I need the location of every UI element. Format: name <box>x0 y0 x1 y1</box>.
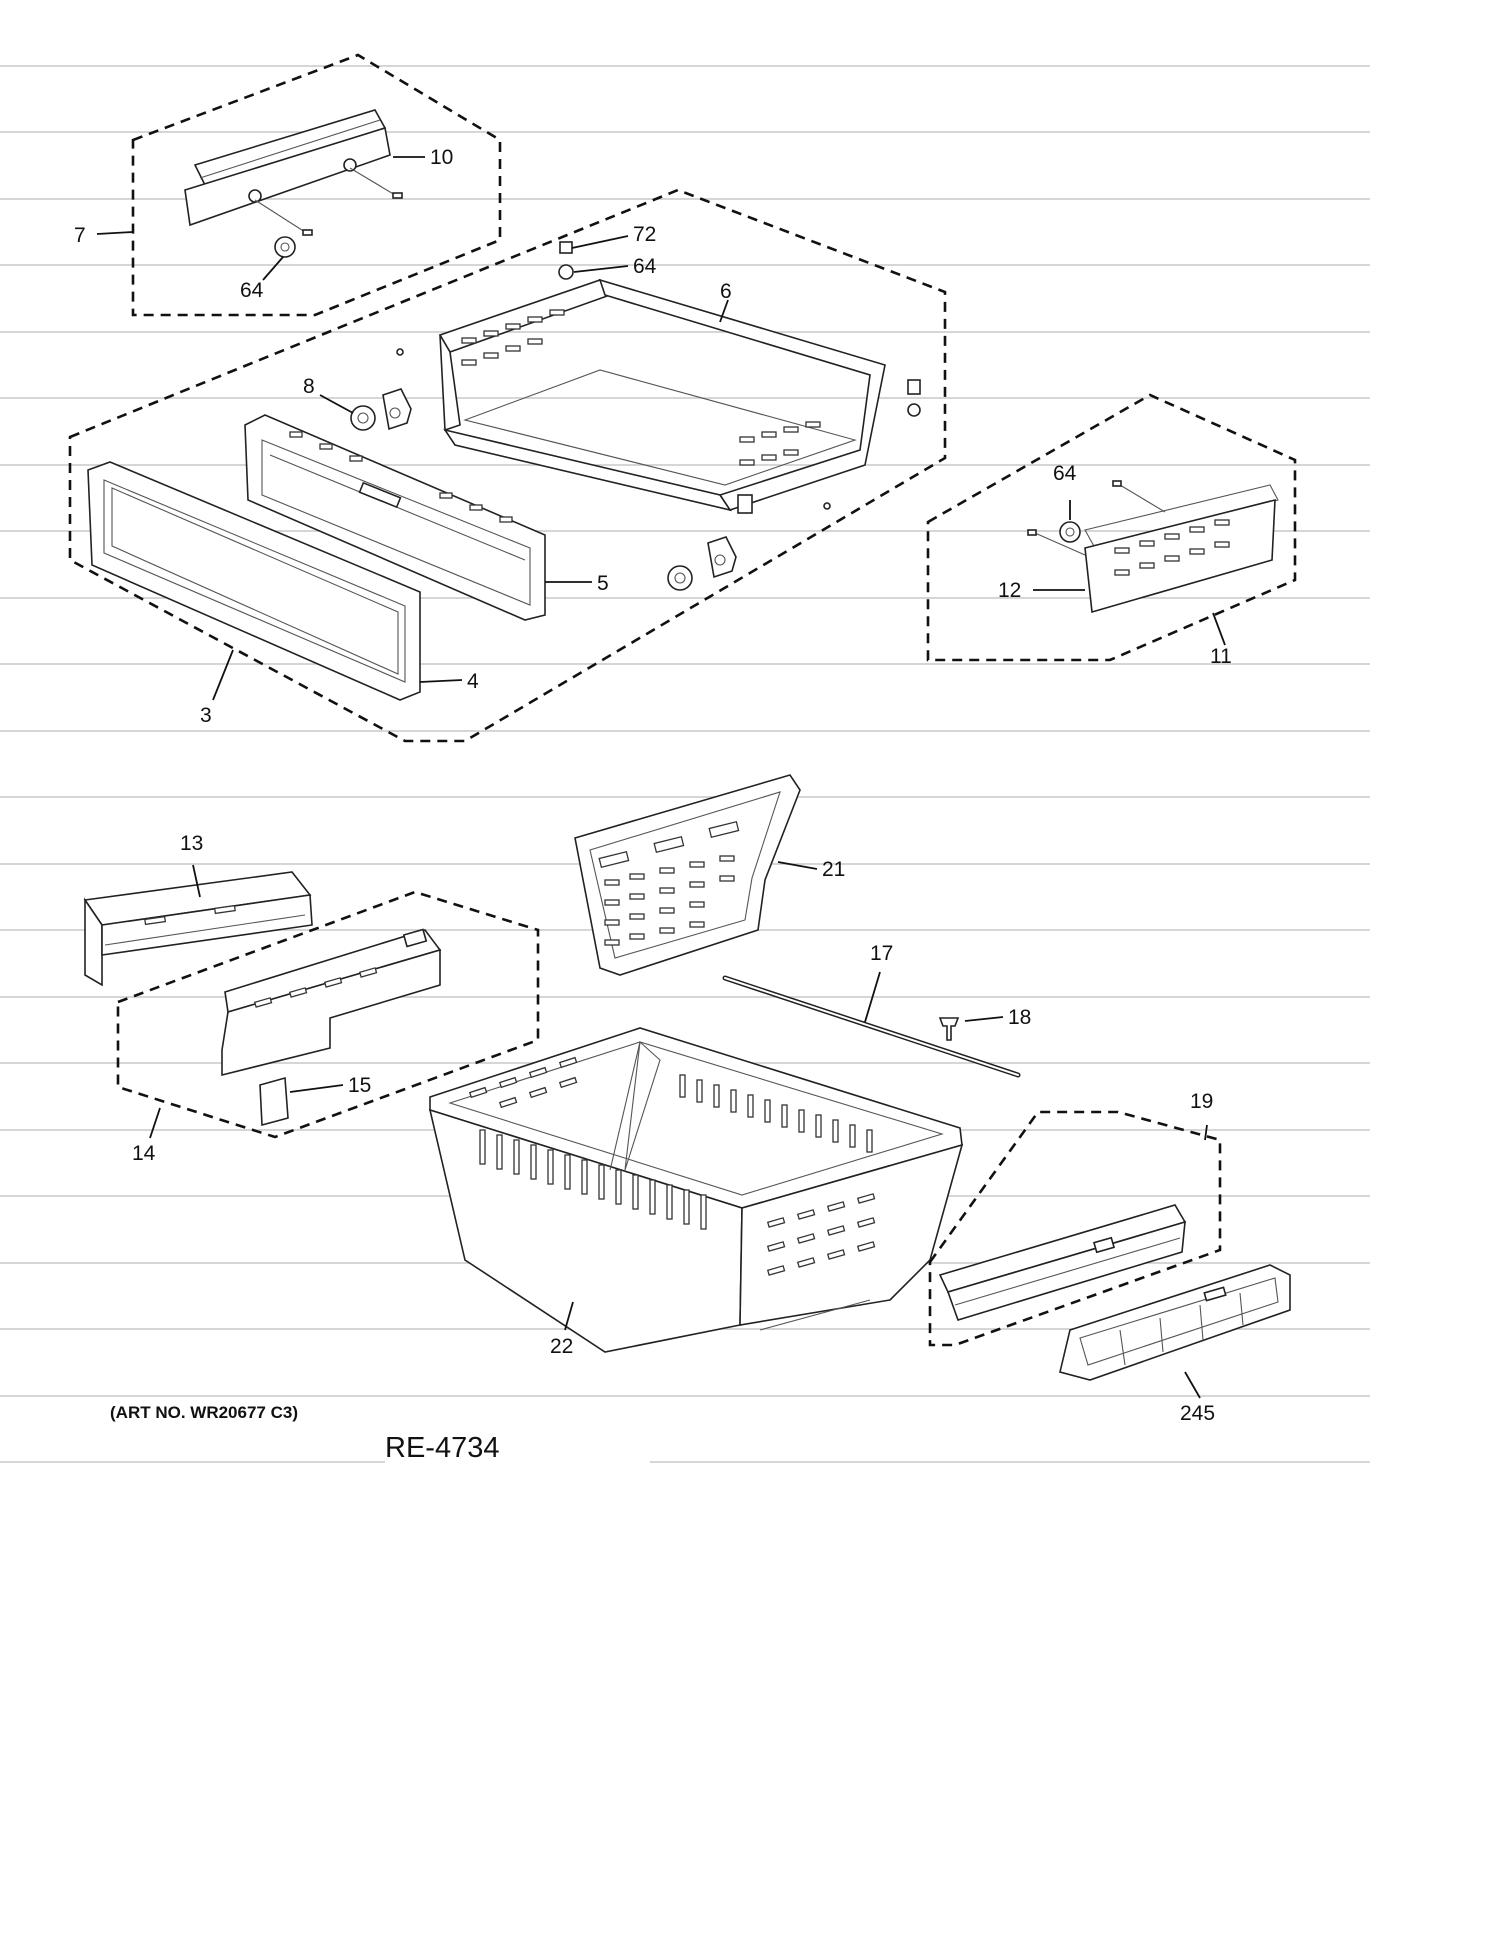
callout-72: 72 <box>633 223 656 246</box>
part-6-drawer-bin <box>438 278 886 514</box>
callout-64-top-left: 64 <box>240 279 264 302</box>
callout-64-right: 64 <box>1053 462 1077 485</box>
assembly-3-outline <box>68 188 947 743</box>
callout-64-center: 64 <box>633 255 657 278</box>
callout-labels: 10 7 64 72 64 6 8 5 4 3 64 12 11 13 21 1… <box>74 146 1232 1425</box>
part-72-clip <box>559 241 573 254</box>
callout-8: 8 <box>303 375 315 398</box>
assembly-19-outline <box>928 1110 1222 1347</box>
callout-15: 15 <box>348 1074 371 1097</box>
part-15-clip <box>259 1076 289 1127</box>
part-8-roller-lower <box>667 565 693 591</box>
art-number-label: (ART NO. WR20677 C3) <box>110 1403 298 1422</box>
callout-12: 12 <box>998 579 1021 602</box>
part-17-rod <box>722 975 1021 1078</box>
part-10-rail-bracket <box>184 109 403 236</box>
part-6-slots <box>461 309 821 466</box>
part-hinge-brackets <box>382 348 831 579</box>
callout-18: 18 <box>1008 1006 1031 1029</box>
part-64-roller-a <box>274 236 296 258</box>
part-21-divider <box>574 774 801 976</box>
callout-5: 5 <box>597 572 609 595</box>
part-right-side-clips <box>907 379 921 417</box>
assembly-7-outline <box>131 53 502 317</box>
callout-6: 6 <box>720 280 732 303</box>
callout-21: 21 <box>822 858 845 881</box>
part-64-roller-b <box>558 264 574 280</box>
callout-22: 22 <box>550 1335 573 1358</box>
callout-14: 14 <box>132 1142 156 1165</box>
part-4-drawer-front <box>87 461 421 701</box>
callout-7: 7 <box>74 224 86 247</box>
reference-code-label: RE-4734 <box>385 1432 499 1464</box>
part-12-rail-bracket <box>1027 480 1279 614</box>
part-14-slide-rail <box>221 928 442 1077</box>
leader-lines <box>96 156 1226 1399</box>
part-5-inner-front-panel <box>244 414 546 621</box>
part-21-grille <box>604 855 735 946</box>
part-245-rail-cover <box>1059 1264 1291 1381</box>
callout-10: 10 <box>430 146 453 169</box>
part-64-roller-c <box>1059 521 1081 543</box>
part-18-push-pin <box>938 1017 960 1041</box>
assembly-11-outline <box>926 393 1297 662</box>
part-19-slide-rail <box>938 1204 1187 1321</box>
callout-11: 11 <box>1210 645 1232 668</box>
callout-17: 17 <box>870 942 893 965</box>
part-8-roller <box>350 405 376 431</box>
part-22-basket <box>428 1027 964 1353</box>
callout-19: 19 <box>1190 1090 1213 1113</box>
callout-245: 245 <box>1180 1402 1215 1425</box>
callout-13: 13 <box>180 832 203 855</box>
part-13-slide-rail <box>83 871 313 987</box>
callout-4: 4 <box>467 670 479 693</box>
part-22-slots <box>468 1056 876 1276</box>
callout-3: 3 <box>200 704 212 727</box>
